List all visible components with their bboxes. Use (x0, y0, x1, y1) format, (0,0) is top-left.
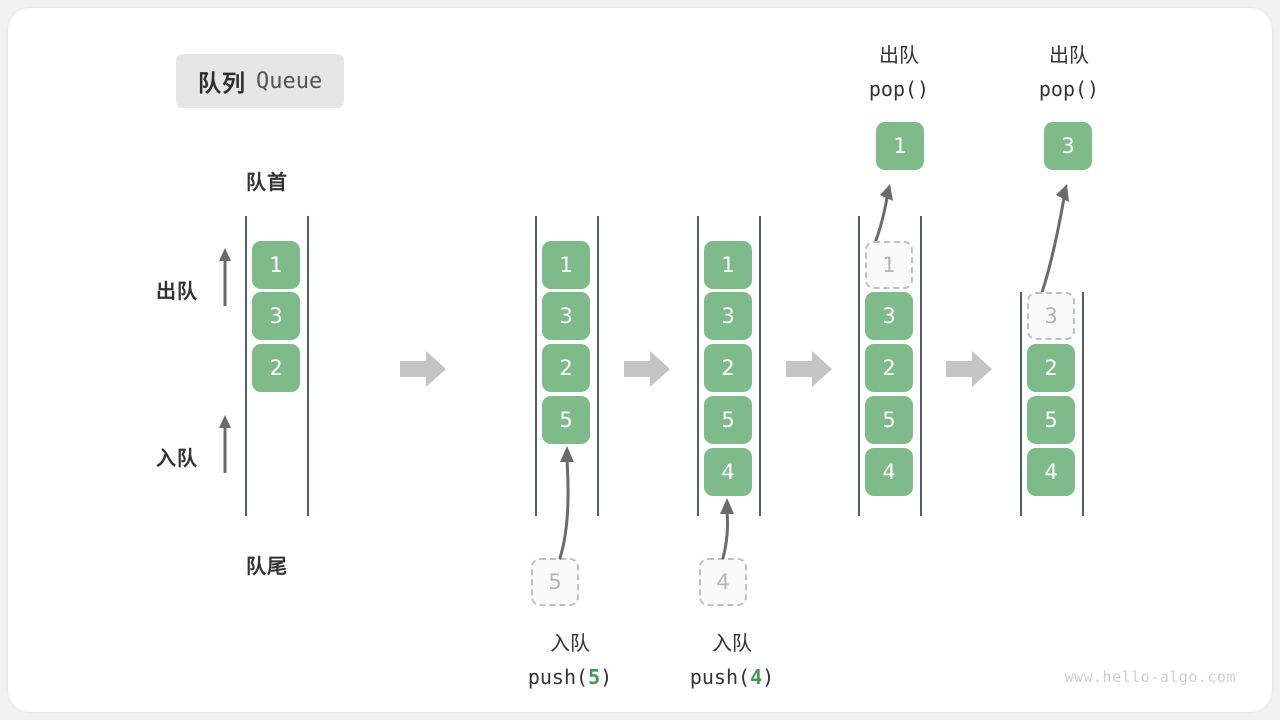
push-ghost-box: 5 (531, 558, 579, 606)
push-4-op-prefix: push( (689, 665, 751, 689)
push-4-op-suffix: ) (762, 665, 775, 689)
queue-box: 1 (542, 241, 590, 289)
queue-box: 3 (704, 292, 752, 340)
queue-rail-left-4 (858, 216, 860, 516)
queue-rail-left-3 (697, 216, 699, 516)
push-motion-arrow (720, 498, 734, 560)
queue-box: 5 (704, 396, 752, 444)
queue-rail-left-5 (1020, 292, 1022, 516)
push-5-op-suffix: ) (600, 665, 613, 689)
queue-box: 4 (704, 448, 752, 496)
queue-box: 4 (1027, 448, 1075, 496)
queue-box: 5 (1027, 396, 1075, 444)
push-ghost-box: 4 (699, 558, 747, 606)
queue-rail-right-1 (307, 216, 309, 516)
push-4-caption-op: push(4) (632, 660, 832, 694)
queue-rail-right-2 (597, 216, 599, 516)
push-4-caption: 入队 push(4) (632, 626, 832, 694)
queue-rail-left-2 (535, 216, 537, 516)
diagram-card: 队列 Queue 队首 队尾 出队 入队 1 3 2 1 (8, 8, 1272, 712)
queue-rail-right-5 (1082, 292, 1084, 516)
step-separator-icon (624, 351, 670, 387)
queue-rail-right-4 (920, 216, 922, 516)
queue-box: 2 (1027, 344, 1075, 392)
queue-rail-right-3 (759, 216, 761, 516)
push-5-caption: 入队 push(5) (470, 626, 670, 694)
pop-3-header-cn: 出队 (1049, 43, 1089, 67)
push-motion-arrow (558, 446, 574, 560)
push-5-caption-cn: 入队 (550, 631, 590, 655)
queue-box: 5 (865, 396, 913, 444)
push-5-caption-op: push(5) (470, 660, 670, 694)
pop-ghost-box: 3 (1027, 292, 1075, 340)
queue-box: 2 (704, 344, 752, 392)
popped-box: 3 (1044, 122, 1092, 170)
queue-box: 4 (865, 448, 913, 496)
queue-box: 5 (542, 396, 590, 444)
queue-box: 3 (542, 292, 590, 340)
queue-box: 1 (704, 241, 752, 289)
label-queue-front: 队首 (246, 170, 288, 194)
pop-3-header: 出队 pop() (969, 38, 1169, 106)
queue-box: 2 (252, 344, 300, 392)
push-4-op-num: 4 (750, 665, 763, 689)
queue-box: 2 (865, 344, 913, 392)
label-dequeue-direction: 出队 (156, 279, 198, 303)
push-5-op-num: 5 (588, 665, 601, 689)
pop-1-header-op: pop() (868, 77, 930, 101)
label-enqueue-direction: 入队 (156, 446, 198, 470)
title-chinese: 队列 (198, 71, 246, 97)
push-4-caption-cn: 入队 (712, 631, 752, 655)
popped-box: 1 (876, 122, 924, 170)
pop-motion-arrow (1036, 184, 1069, 306)
queue-rail-left-1 (245, 216, 247, 516)
push-5-op-prefix: push( (527, 665, 589, 689)
pop-1-header: 出队 pop() (799, 38, 999, 106)
step-separator-icon (400, 351, 446, 387)
step-separator-icon (786, 351, 832, 387)
pop-ghost-box: 1 (865, 241, 913, 289)
queue-box: 2 (542, 344, 590, 392)
diagram-title-chip: 队列 Queue (176, 54, 345, 108)
step-separator-icon (946, 351, 992, 387)
title-english: Queue (256, 68, 323, 94)
dequeue-direction-arrow (219, 248, 231, 306)
queue-box: 3 (252, 292, 300, 340)
watermark: www.hello-algo.com (1064, 668, 1236, 686)
pop-3-header-op: pop() (1038, 77, 1100, 101)
queue-box: 1 (252, 241, 300, 289)
label-queue-rear: 队尾 (246, 554, 288, 578)
queue-box: 3 (865, 292, 913, 340)
pop-1-header-cn: 出队 (879, 43, 919, 67)
enqueue-direction-arrow (219, 415, 231, 473)
